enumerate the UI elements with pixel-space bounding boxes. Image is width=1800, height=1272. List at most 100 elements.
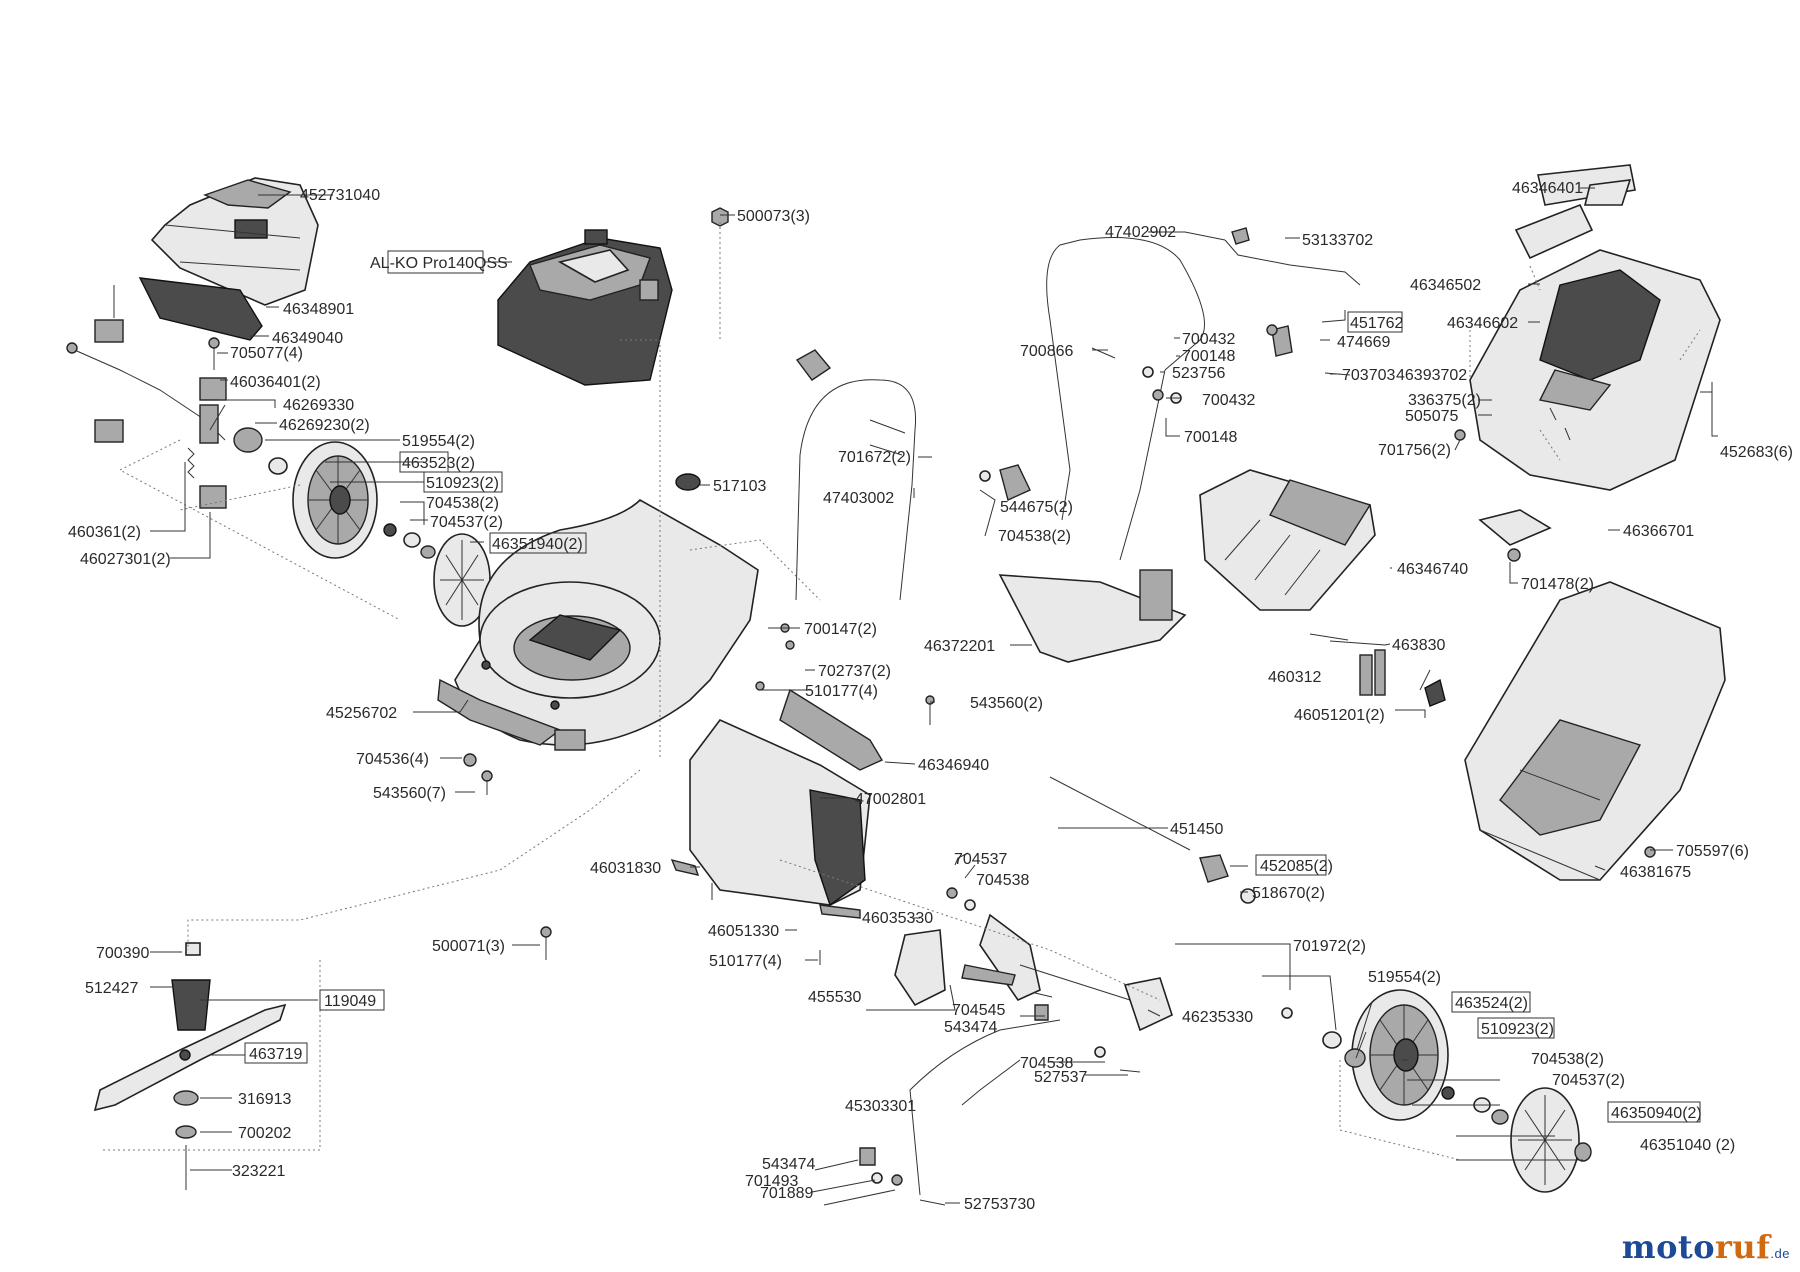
label-519554-right: 519554(2) bbox=[1368, 969, 1441, 986]
label-52753730: 52753730 bbox=[964, 1196, 1035, 1213]
label-704537-right: 704537(2) bbox=[1552, 1072, 1625, 1089]
label-543560-top: 543560(2) bbox=[970, 695, 1043, 712]
blade-assembly bbox=[93, 942, 287, 1190]
label-45303301: 45303301 bbox=[845, 1098, 916, 1115]
label-500071: 500071(3) bbox=[432, 938, 505, 955]
label-46346401: 46346401 bbox=[1512, 180, 1583, 197]
label-46372201: 46372201 bbox=[924, 638, 995, 655]
label-46269230: 46269230(2) bbox=[279, 417, 370, 434]
label-704545: 704545 bbox=[952, 1002, 1005, 1019]
label-323221: 323221 bbox=[232, 1163, 285, 1180]
label-46346602: 46346602 bbox=[1447, 315, 1518, 332]
label-46351040: 46351040 (2) bbox=[1640, 1137, 1735, 1154]
label-705077: 705077(4) bbox=[230, 345, 303, 362]
label-703703: 703703 bbox=[1342, 367, 1395, 384]
label-517103: 517103 bbox=[713, 478, 766, 495]
label-452683: 452683(6) bbox=[1720, 444, 1793, 461]
label-704537-left: 704537(2) bbox=[430, 514, 503, 531]
label-46051201: 46051201(2) bbox=[1294, 707, 1385, 724]
cable-clips-left bbox=[94, 285, 227, 509]
watermark-part1: moto bbox=[1621, 1228, 1716, 1266]
grass-box-lid bbox=[1199, 469, 1376, 611]
leader-lines bbox=[150, 187, 1718, 1206]
label-700432-bottom: 700432 bbox=[1202, 392, 1255, 409]
grass-bag bbox=[1464, 581, 1726, 881]
label-700147: 700147(2) bbox=[804, 621, 877, 638]
label-46027301: 46027301(2) bbox=[80, 551, 171, 568]
label-544675: 544675(2) bbox=[1000, 499, 1073, 516]
label-46348901: 46348901 bbox=[283, 301, 354, 318]
rear-wheel-right bbox=[1281, 989, 1455, 1121]
label-527537: 527537 bbox=[1034, 1069, 1087, 1086]
label-505075: 505075 bbox=[1405, 408, 1458, 425]
label-336375: 336375(2) bbox=[1408, 392, 1481, 409]
label-316913: 316913 bbox=[238, 1091, 291, 1108]
label-543474-top: 543474 bbox=[944, 1019, 997, 1036]
label-47403002: 47403002 bbox=[823, 490, 894, 507]
label-700148-top: 700148 bbox=[1182, 348, 1235, 365]
label-701889: 701889 bbox=[760, 1185, 813, 1202]
label-700148-bottom: 700148 bbox=[1184, 429, 1237, 446]
label-463830: 463830 bbox=[1392, 637, 1445, 654]
label-46035330: 46035330 bbox=[862, 910, 933, 927]
label-46051330: 46051330 bbox=[708, 923, 779, 940]
label-700202: 700202 bbox=[238, 1125, 291, 1142]
label-46346940: 46346940 bbox=[918, 757, 989, 774]
label-519554-left: 519554(2) bbox=[402, 433, 475, 450]
wheel-cap-right bbox=[1473, 1087, 1592, 1193]
label-452085: 452085(2) bbox=[1260, 858, 1333, 875]
label-701672: 701672(2) bbox=[838, 449, 911, 466]
bolt-705077 bbox=[208, 337, 220, 370]
label-46269330: 46269330 bbox=[283, 397, 354, 414]
label-523756: 523756 bbox=[1172, 365, 1225, 382]
mulch-plug bbox=[998, 569, 1187, 663]
label-463523: 463523(2) bbox=[402, 455, 475, 472]
label-boxes bbox=[244, 250, 1701, 1123]
rear-axle bbox=[1049, 776, 1256, 904]
label-704538-lower: 704538 bbox=[1020, 1055, 1073, 1072]
label-451450: 451450 bbox=[1170, 821, 1223, 838]
label-463524: 463524(2) bbox=[1455, 995, 1528, 1012]
engine-nut bbox=[711, 207, 729, 227]
label-474669: 474669 bbox=[1337, 334, 1390, 351]
label-463719: 463719 bbox=[249, 1046, 302, 1063]
engine bbox=[497, 229, 673, 386]
label-53133702: 53133702 bbox=[1302, 232, 1373, 249]
label-510177-bottom: 510177(4) bbox=[709, 953, 782, 970]
label-704538-mid2: 704538 bbox=[976, 872, 1029, 889]
label-46036401: 46036401(2) bbox=[230, 374, 321, 391]
label-512427: 512427 bbox=[85, 980, 138, 997]
part-number-labels: 452731040 AL-KO Pro140QSS 500073(3) 4740… bbox=[68, 180, 1793, 1213]
rear-height-lever bbox=[859, 887, 1173, 1206]
watermark-logo: motoruf.de bbox=[1622, 1228, 1790, 1266]
label-119049: 119049 bbox=[324, 993, 376, 1010]
rear-flap-bracket bbox=[779, 688, 884, 771]
label-47402902: 47402902 bbox=[1105, 224, 1176, 241]
lid-fasteners bbox=[1309, 633, 1446, 707]
label-46393702: 46393702 bbox=[1396, 367, 1467, 384]
wheel-cap-left bbox=[383, 523, 491, 627]
label-46366701: 46366701 bbox=[1623, 523, 1694, 540]
housing-fasteners bbox=[540, 858, 861, 965]
label-46350940: 46350940(2) bbox=[1611, 1105, 1702, 1122]
label-455530: 455530 bbox=[808, 989, 861, 1006]
label-701478: 701478(2) bbox=[1521, 576, 1594, 593]
label-543474-bottom: 543474 bbox=[762, 1156, 815, 1173]
label-704537-mid: 704537 bbox=[954, 851, 1007, 868]
label-46351940: 46351940(2) bbox=[492, 536, 583, 553]
watermark-domain: .de bbox=[1770, 1246, 1790, 1261]
label-46346502: 46346502 bbox=[1410, 277, 1481, 294]
label-engine-model: AL-KO Pro140QSS bbox=[370, 255, 508, 272]
label-704538-right: 704538(2) bbox=[1531, 1051, 1604, 1068]
label-704538-mid: 704538(2) bbox=[998, 528, 1071, 545]
label-700390: 700390 bbox=[96, 945, 149, 962]
label-45256702: 45256702 bbox=[326, 705, 397, 722]
label-46349040: 46349040 bbox=[272, 330, 343, 347]
label-704536: 704536(4) bbox=[356, 751, 429, 768]
grass-box-frame bbox=[1454, 164, 1721, 562]
label-47002801: 47002801 bbox=[855, 791, 926, 808]
label-500073: 500073(3) bbox=[737, 208, 810, 225]
label-46381675: 46381675 bbox=[1620, 864, 1691, 881]
cover-bracket bbox=[138, 277, 263, 341]
